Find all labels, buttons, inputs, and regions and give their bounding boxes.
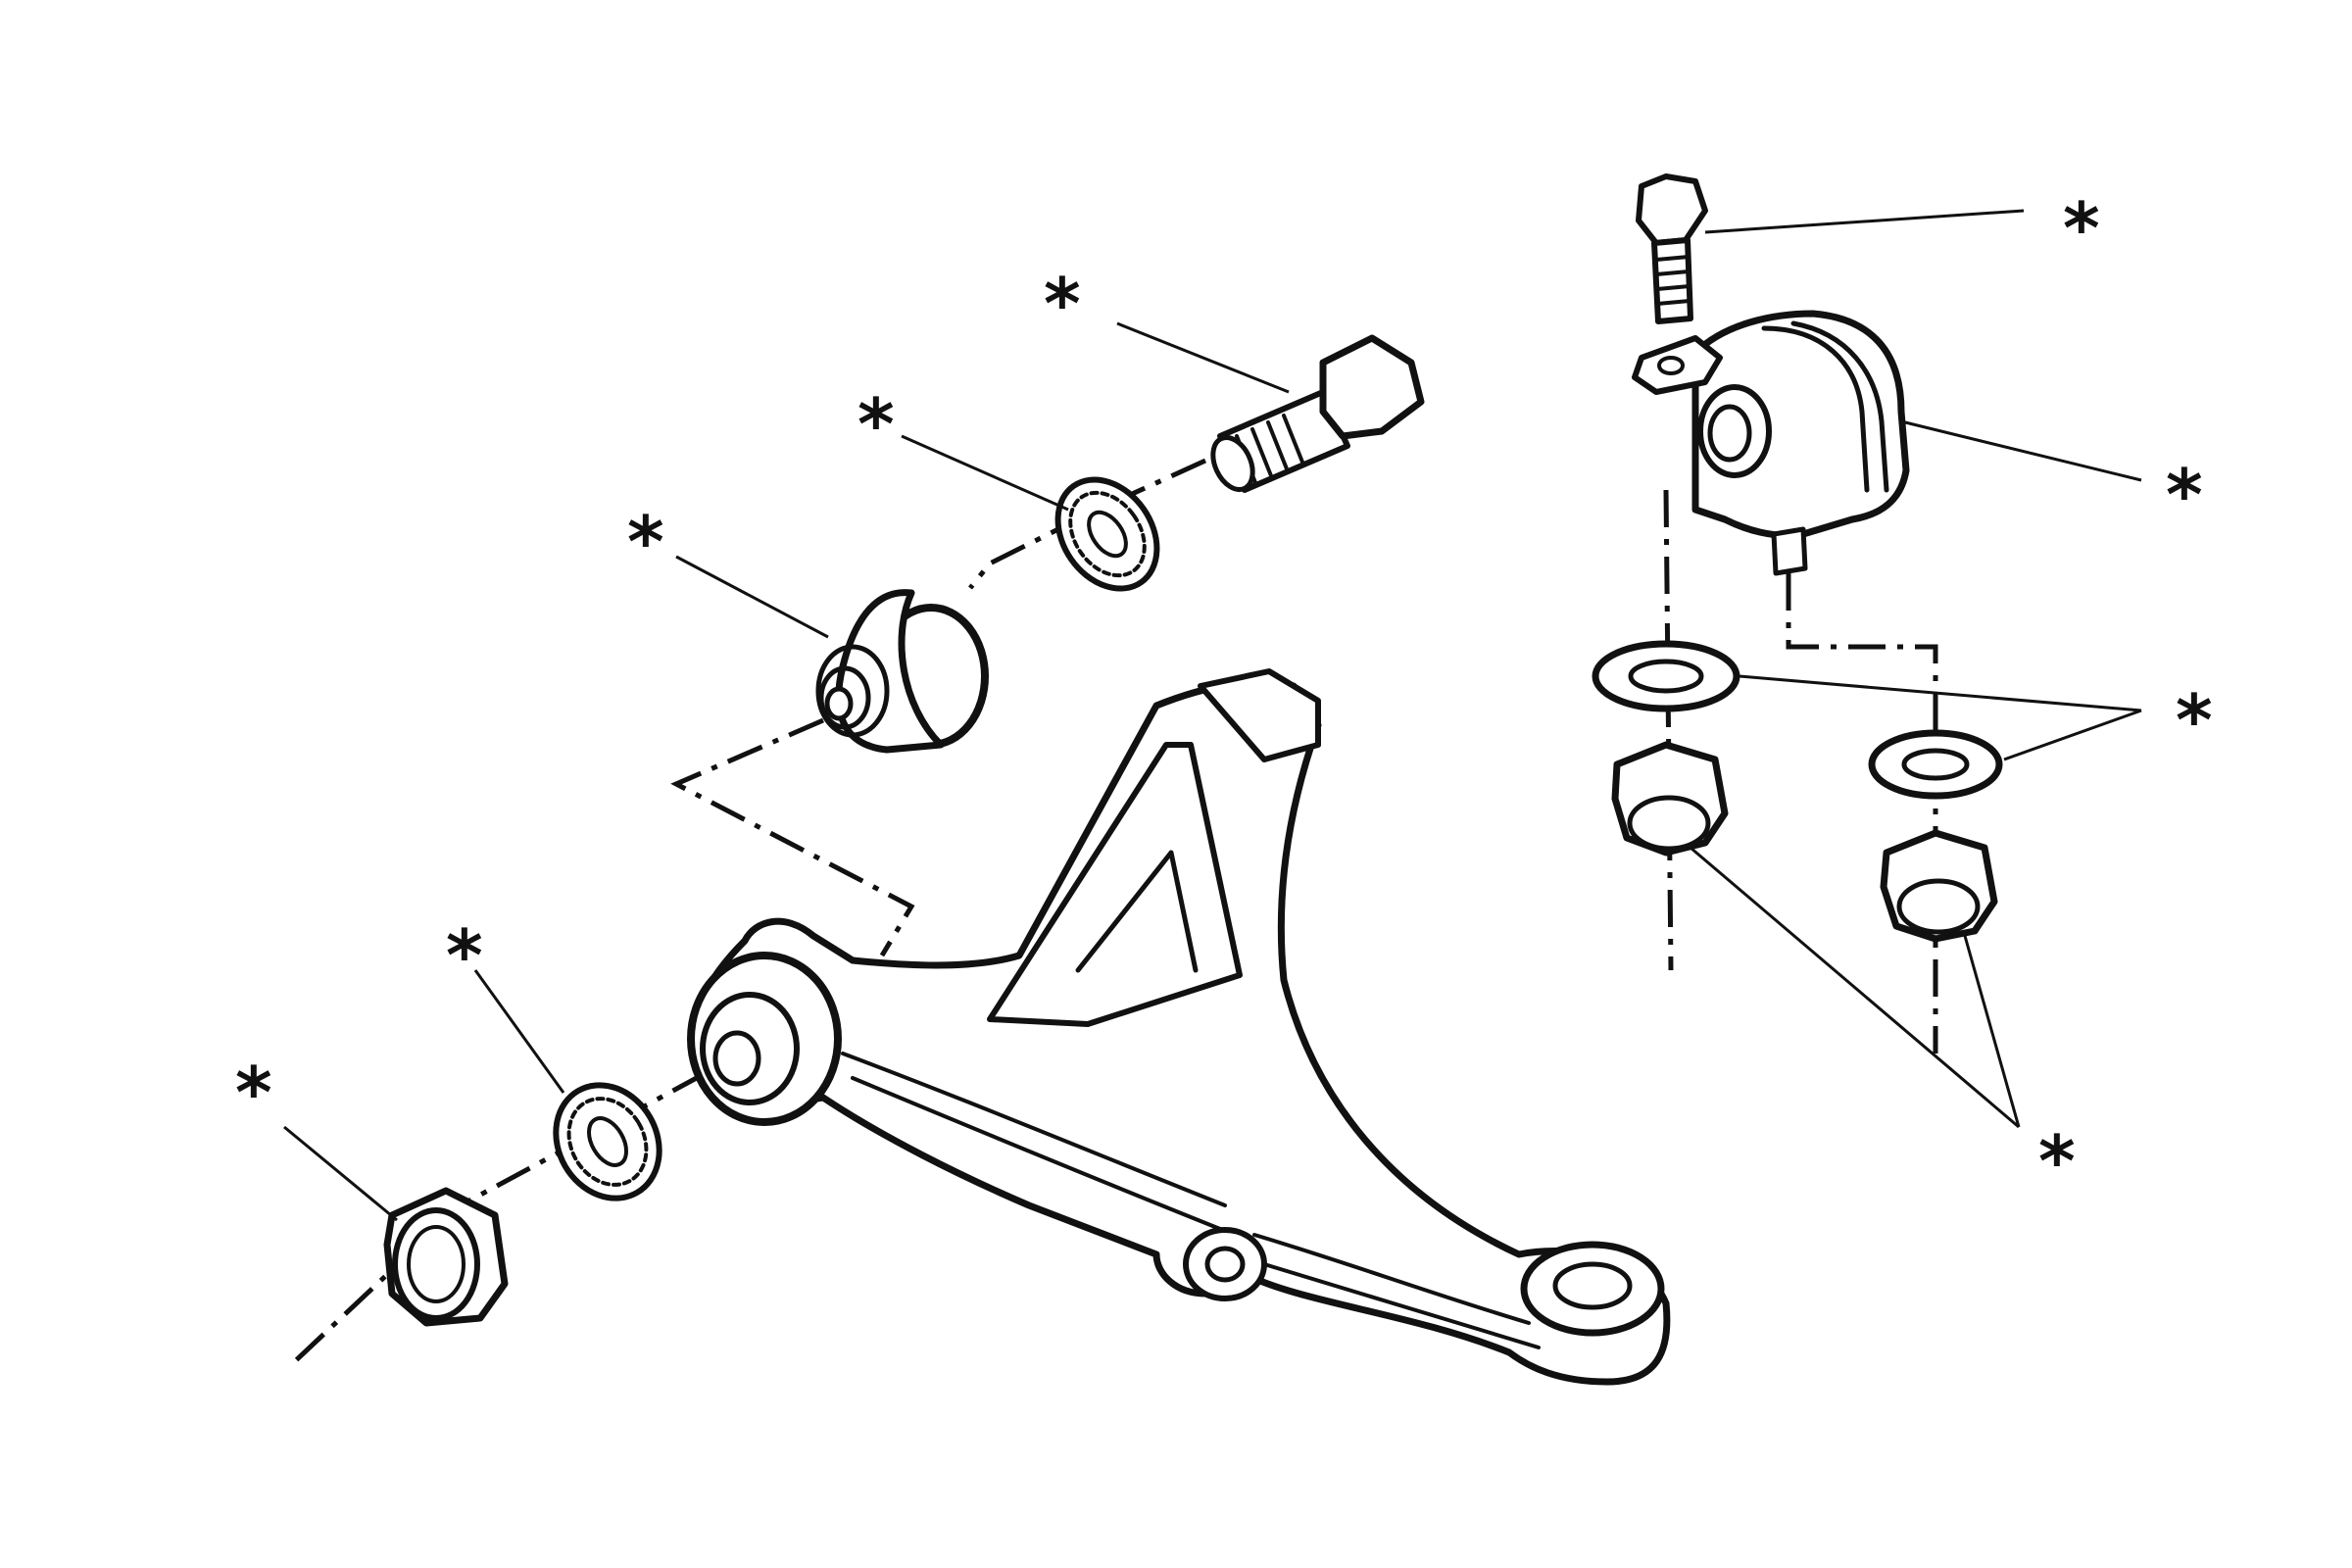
- bracket-bolt-thread: [1654, 255, 1691, 306]
- bracket-nuts: [1611, 741, 1998, 943]
- pivot-bolt: [1210, 334, 1425, 493]
- callout-nuts: *: [2038, 1120, 2076, 1202]
- leader-washer-right: [2003, 709, 2142, 761]
- bracket-bolt-shank: [1651, 237, 1693, 324]
- leader-pivot-bolt: [1116, 321, 1290, 394]
- bracket-nut-right-bore: [1896, 878, 1981, 935]
- callout-front-nut: *: [235, 1052, 272, 1134]
- rear-bushing: [815, 589, 989, 754]
- bracket-ribs: [1761, 320, 1889, 493]
- bracket-washers: [1592, 640, 2003, 800]
- rear-bushing-bore: [824, 686, 854, 721]
- rear-bushing-ring-2: [818, 665, 871, 730]
- callout-bracket-bolt: *: [2063, 187, 2100, 270]
- pivot-bolt-head: [1319, 334, 1425, 440]
- bracket-body: [1691, 310, 1910, 539]
- leader-lines: [283, 209, 2142, 1222]
- bracket-washer-left: [1592, 640, 1740, 712]
- arm-web-rib: [1075, 850, 1199, 973]
- arm-web-opening: [987, 742, 1243, 1027]
- leader-bracket-bushing: [1900, 419, 2142, 482]
- upper-mount-boss: [1198, 668, 1321, 762]
- bracket-bolt: [1636, 173, 1708, 324]
- callout-washers: *: [2176, 679, 2213, 761]
- callout-labels: * * * * * * * * *: [235, 187, 2213, 1202]
- bracket-bushing-bore: [1707, 404, 1752, 463]
- bracket-right-axis: [1786, 573, 1938, 1054]
- leader-nut-left: [1690, 846, 2020, 1129]
- front-axis-line: [292, 1070, 708, 1364]
- callout-bracket-bushing: *: [2166, 454, 2203, 536]
- control-arm-body: [692, 678, 1671, 1386]
- front-nut: [383, 1187, 509, 1327]
- front-nut-bore: [407, 1225, 466, 1303]
- bracket-bolt-head: [1636, 173, 1708, 246]
- control-arm: [687, 668, 1671, 1386]
- leader-front-nut: [283, 1125, 398, 1222]
- bracket-washer-right: [1868, 729, 2003, 800]
- mounting-bracket: [1632, 310, 1910, 576]
- callout-pivot-washer: *: [858, 383, 895, 466]
- pivot-washer-teeth: [1068, 490, 1147, 578]
- bushing-to-arm-axis: [670, 717, 915, 957]
- leader-front-washer: [473, 969, 565, 1094]
- bracket-tab-hole: [1657, 356, 1685, 375]
- front-washer-teeth: [566, 1097, 649, 1187]
- rear-eye-hole: [1204, 1246, 1246, 1283]
- pivot-washer-hole: [1087, 510, 1128, 559]
- front-washer-hole: [587, 1116, 628, 1167]
- callout-rear-bushing: *: [627, 501, 664, 583]
- callout-front-washer: *: [446, 914, 483, 997]
- leader-bracket-bolt: [1704, 209, 2025, 234]
- bracket-nut-left-bore: [1627, 795, 1711, 852]
- arm-rib-lines: [841, 1052, 1541, 1349]
- bracket-nut-right: [1880, 829, 1998, 943]
- pivot-bolt-tip: [1210, 435, 1255, 492]
- leader-washer-left: [1739, 674, 2142, 712]
- front-washer: [553, 1082, 662, 1201]
- outer-eye-hole: [1552, 1261, 1633, 1310]
- pivot-washer: [1054, 476, 1160, 592]
- pivot-axis-line: [968, 458, 1207, 590]
- callout-pivot-bolt: *: [1044, 263, 1081, 345]
- leader-pivot-washer: [901, 434, 1069, 512]
- leader-nut-right: [1963, 935, 2021, 1128]
- bracket-washer-right-hole: [1901, 748, 1970, 781]
- leader-rear-bushing: [675, 555, 829, 639]
- bracket-stud: [1771, 526, 1808, 576]
- front-bush-sleeve: [712, 1030, 761, 1087]
- bracket-washer-left-hole: [1628, 659, 1704, 694]
- bracket-left-axis: [1663, 489, 1674, 971]
- rear-bushing-ring-1: [815, 644, 890, 738]
